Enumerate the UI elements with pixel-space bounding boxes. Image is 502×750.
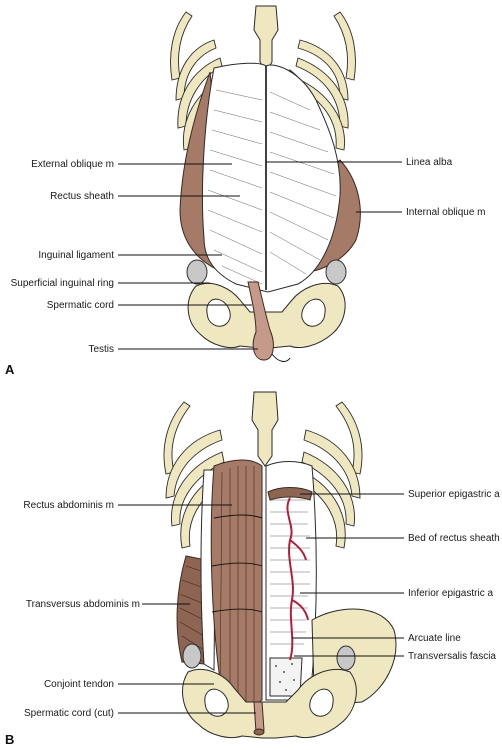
label-bed-of-rectus-sheath: Bed of rectus sheath <box>408 533 500 544</box>
panel-b-epigastric-artery <box>286 497 294 661</box>
label-superficial-inguinal-ring: Superficial inguinal ring <box>11 278 114 289</box>
panel-a-spermatic-cord <box>247 281 274 361</box>
panel-a-sternum <box>253 5 279 73</box>
label-spermatic-cord-cut: Spermatic cord (cut) <box>24 708 114 719</box>
label-internal-oblique: Internal oblique m <box>406 207 486 218</box>
label-inguinal-ligament: Inguinal ligament <box>38 250 114 261</box>
label-conjoint-tendon: Conjoint tendon <box>44 679 114 690</box>
panel-letter-b: B <box>5 732 14 747</box>
label-testis: Testis <box>88 344 114 355</box>
panel-a-leaders <box>118 161 402 350</box>
panel-b-pelvis <box>182 668 357 739</box>
label-transversus-abdominis: Transversus abdominis m <box>26 599 140 610</box>
panel-b-illustration <box>163 391 397 739</box>
panel-a-ribs <box>170 11 356 151</box>
label-rectus-abdominis: Rectus abdominis m <box>23 500 114 511</box>
panel-a-illustration <box>170 5 361 362</box>
panel-b-sternum <box>251 391 279 467</box>
label-external-oblique: External oblique m <box>31 159 114 170</box>
label-inferior-epigastric: Inferior epigastric a <box>408 588 493 599</box>
label-arcuate-line: Arcuate line <box>408 633 461 644</box>
label-superior-epigastric: Superior epigastric a <box>408 489 500 500</box>
panel-a-rectus-sheath <box>201 62 341 293</box>
panel-b-leaders <box>118 493 404 714</box>
panel-a-sheath-hatching <box>207 89 337 285</box>
label-rectus-sheath: Rectus sheath <box>50 191 114 202</box>
label-linea-alba: Linea alba <box>406 157 453 168</box>
panel-letter-a: A <box>5 362 15 377</box>
panel-b-bed-of-rectus-sheath <box>265 461 317 701</box>
label-transversalis-fascia: Transversalis fascia <box>408 651 496 662</box>
label-spermatic-cord: Spermatic cord <box>47 300 114 311</box>
panel-b-rectus-abdominis <box>210 459 263 710</box>
